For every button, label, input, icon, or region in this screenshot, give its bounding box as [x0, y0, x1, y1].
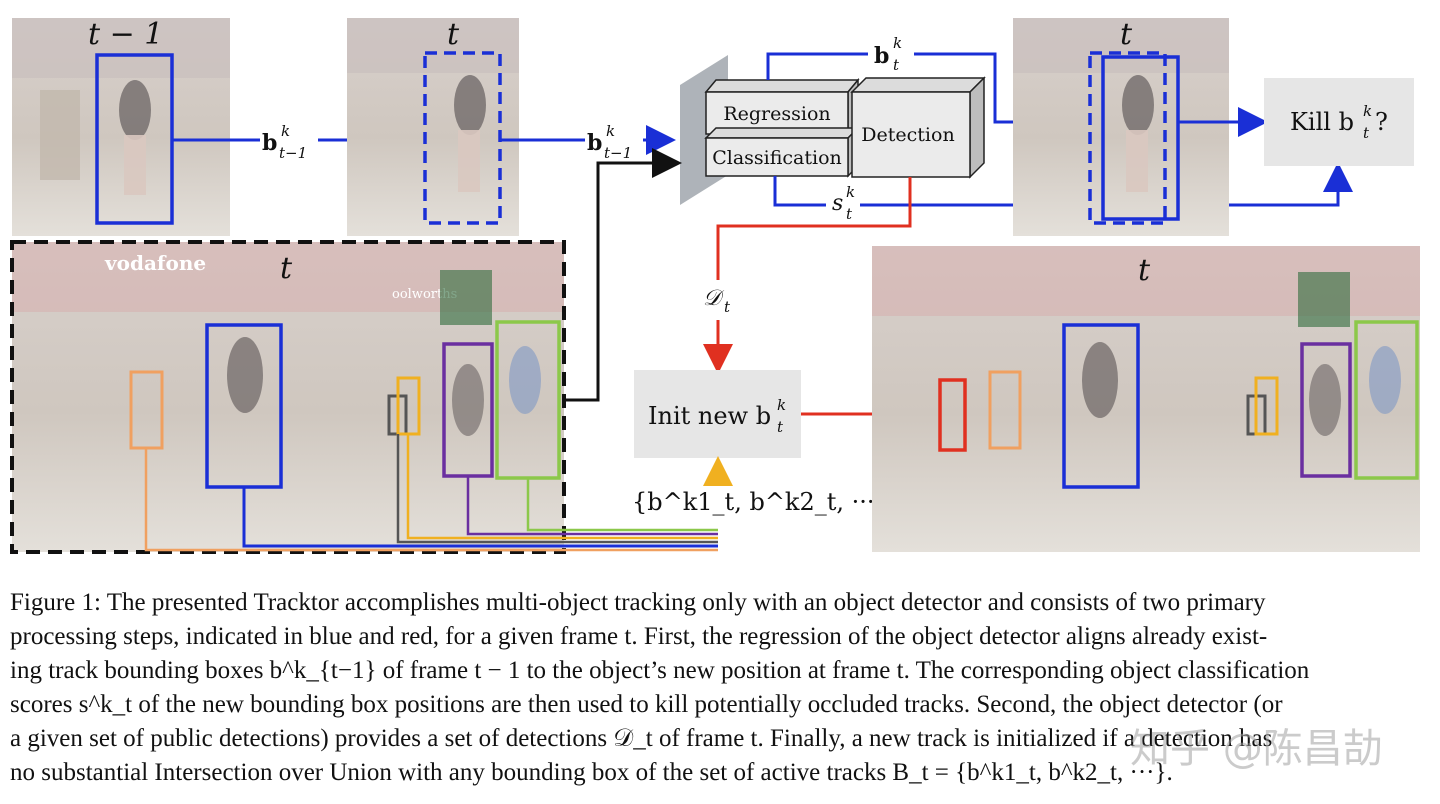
kill-box: Kill b k t ?	[1264, 78, 1414, 166]
caption-line: scores s^k_t of the new bounding box pos…	[10, 691, 1283, 718]
arrow-b-out: b k t	[766, 34, 1106, 137]
label-b-prev-2-sup: k	[606, 122, 615, 140]
watermark: 知乎 @陈昌劼	[1130, 726, 1383, 772]
init-box: Init new b k t	[634, 370, 944, 458]
frame-t-top-middle: t	[347, 17, 519, 236]
regression-label: Regression	[723, 103, 830, 125]
track-box-yellow	[1254, 376, 1279, 436]
init-box-sup: k	[777, 396, 786, 414]
active-set: {b^k1_t, b^k2_t, ···}	[632, 456, 890, 516]
detector-block: Regression Classification Detection	[680, 55, 986, 205]
caption-line: a given set of public detections) provid…	[10, 725, 1273, 752]
classification-label: Classification	[712, 147, 842, 169]
label-b-out: b	[874, 43, 889, 69]
current-frame-border	[10, 240, 566, 554]
label-score-sub: t	[846, 205, 853, 223]
label-b-prev-1: b	[262, 130, 277, 156]
detection-label: Detection	[861, 124, 954, 146]
classification-box	[705, 137, 849, 177]
detection-box	[851, 91, 971, 178]
arrow-b-prev-2: b k t−1	[500, 122, 676, 162]
regressed-box	[1101, 55, 1180, 221]
frame-t-top-right: t	[1013, 17, 1268, 236]
kill-box-text: Kill b	[1290, 108, 1354, 136]
store-sign-vodafone: vodafone	[104, 251, 206, 275]
frame-t-minus-1: t − 1	[12, 17, 230, 236]
track-box-purple	[1300, 342, 1352, 478]
label-detections: 𝒟	[703, 286, 725, 311]
caption-line: Figure 1: The presented Tracktor accompl…	[10, 589, 1266, 616]
tracktor-diagram: t − 1 b k t−1 t b k t−1 Regression	[10, 17, 1420, 554]
frame-t-big-left: vodafone oolworths t	[10, 148, 718, 554]
label-b-prev-2-sub: t−1	[604, 144, 632, 162]
frame-label-t-minus-1: t − 1	[88, 17, 163, 52]
arrow-detections: 𝒟 t	[703, 177, 912, 374]
caption-line: ing track bounding boxes b^k_{t−1} of fr…	[10, 657, 1310, 684]
label-b-out-sub: t	[893, 56, 900, 74]
regression-box	[705, 91, 849, 135]
label-b-prev-1-sup: k	[281, 122, 290, 140]
kill-box-sub: t	[1363, 124, 1370, 142]
track-box-green	[1354, 320, 1419, 480]
caption-line: processing steps, indicated in blue and …	[10, 623, 1268, 650]
kill-box-q: ?	[1375, 108, 1388, 136]
frame-label-big-left: t	[280, 251, 293, 286]
track-box-dashed	[423, 51, 502, 225]
label-b-prev-1-sub: t−1	[279, 144, 307, 162]
track-box-blue	[1062, 323, 1140, 489]
label-score: s	[832, 191, 843, 216]
label-active-set: {b^k1_t, b^k2_t, ···}	[632, 488, 890, 516]
frame-label-big-right: t	[1138, 253, 1151, 288]
init-box-text: Init new b	[648, 402, 771, 430]
caption-line: no substantial Intersection over Union w…	[10, 759, 1173, 786]
figure-caption: Figure 1: The presented Tracktor accompl…	[10, 586, 1430, 790]
label-b-prev-2: b	[587, 130, 602, 156]
frame-label-t-top-right: t	[1120, 17, 1133, 52]
frame-label-t-top-mid: t	[447, 17, 460, 52]
label-detections-sub: t	[724, 298, 731, 316]
label-score-sup: k	[846, 183, 855, 201]
kill-box-sup: k	[1363, 102, 1372, 120]
init-box-sub: t	[777, 418, 784, 436]
new-track-box-red	[938, 378, 967, 452]
track-box-orange	[988, 370, 1022, 450]
frame-t-big-right: t	[872, 246, 1420, 552]
label-b-out-sup: k	[893, 34, 902, 52]
